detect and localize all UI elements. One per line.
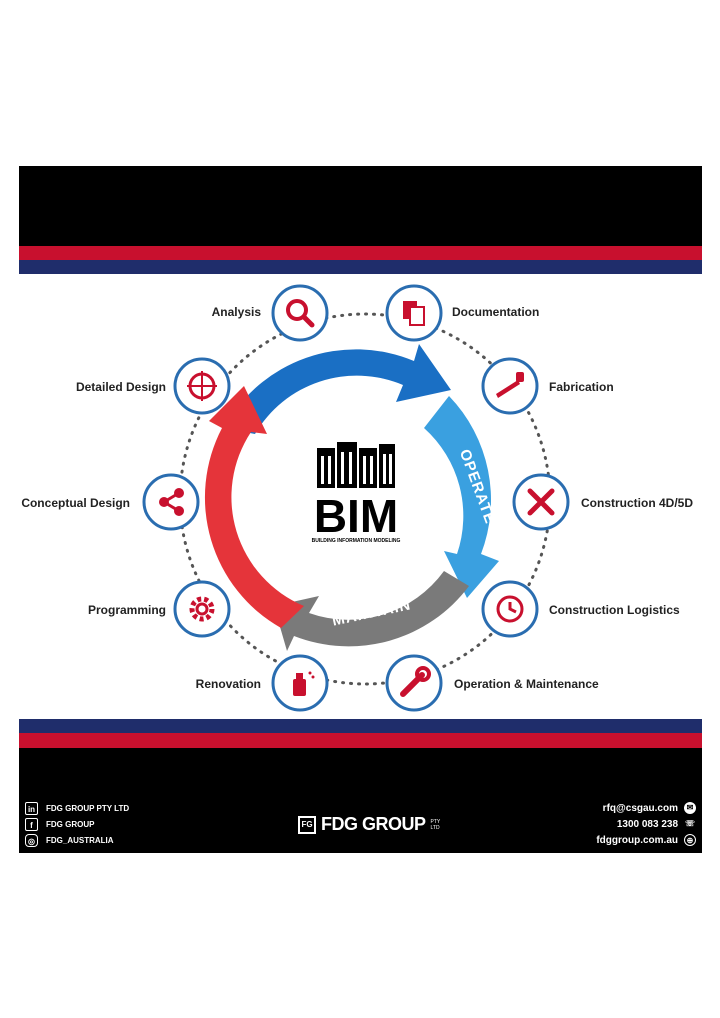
header-band	[19, 166, 702, 246]
phone-row[interactable]: 1300 083 238 ☏	[617, 818, 696, 830]
tools-icon	[527, 488, 555, 516]
fdg-logo-icon: FG	[298, 815, 316, 834]
node-construction-4d5d	[512, 473, 570, 531]
build-label: BUILD	[309, 379, 362, 409]
design-label: DESIGN	[259, 477, 289, 543]
email-icon: ✉	[684, 802, 696, 814]
node-label-programming: Programming	[88, 603, 166, 617]
node-label-construction-4d5d: Construction 4D/5D	[581, 496, 693, 510]
build-arrow	[224, 344, 451, 434]
node-label-analysis: Analysis	[212, 305, 262, 319]
email-row[interactable]: rfq@csgau.com ✉	[603, 802, 696, 814]
operate-arrow	[424, 396, 499, 598]
email-address: rfq@csgau.com	[602, 802, 678, 814]
maintain-arrow	[274, 571, 469, 651]
bim-subtitle: BUILDING INFORMATION MODELING	[312, 538, 401, 544]
globe-icon: ⊕	[684, 834, 696, 846]
spray-icon	[293, 671, 315, 696]
phone-icon: ☏	[684, 819, 695, 828]
node-label-operation-maintenance: Operation & Maintenance	[454, 677, 599, 691]
node-documentation	[385, 284, 443, 342]
gear-icon	[189, 596, 215, 622]
node-conceptual-design	[142, 473, 200, 531]
fdg-brand-suffix: PTY LTD	[430, 818, 441, 831]
node-programming	[173, 580, 231, 638]
fdg-brand-name: FDG GROUP	[321, 814, 426, 834]
building-1-icon	[317, 448, 335, 488]
facebook-row[interactable]: f FDG GROUP	[25, 818, 94, 831]
bim-title: BIM	[314, 490, 398, 542]
saw-icon	[496, 372, 524, 398]
node-renovation	[271, 654, 329, 712]
building-3-icon	[359, 448, 377, 488]
building-4-icon	[379, 444, 395, 488]
target-icon	[187, 371, 217, 401]
node-label-renovation: Renovation	[196, 677, 261, 691]
footer-red-stripe	[19, 733, 702, 748]
facebook-handle: FDG GROUP	[46, 820, 95, 829]
instagram-handle: FDG_AUSTRALIA	[46, 836, 114, 845]
instagram-icon: ◎	[25, 834, 38, 847]
linkedin-row[interactable]: in FDG GROUP PTY LTD	[25, 802, 129, 815]
bim-cycle-diagram: BUILD OPERATE MAINTAIN DESIGN BIM BUILDI…	[21, 284, 693, 712]
building-2-icon	[337, 442, 357, 488]
facebook-icon: f	[25, 818, 38, 831]
magnifier-icon	[286, 299, 315, 328]
header-navy-stripe	[19, 260, 702, 274]
fdg-logo: FG FDG GROUP PTY LTD	[298, 814, 441, 835]
header-red-stripe	[19, 246, 702, 260]
node-label-detailed-design: Detailed Design	[76, 380, 166, 394]
node-label-conceptual-design: Conceptual Design	[21, 496, 130, 510]
node-fabrication	[481, 357, 539, 415]
footer-band	[19, 748, 702, 853]
footer-navy-stripe	[19, 719, 702, 733]
design-arrow	[204, 386, 304, 628]
node-label-documentation: Documentation	[452, 305, 539, 319]
linkedin-icon: in	[25, 802, 38, 815]
linkedin-handle: FDG GROUP PTY LTD	[46, 804, 130, 813]
share-icon	[159, 488, 184, 516]
node-label-construction-logistics: Construction Logistics	[549, 603, 680, 617]
node-detailed-design	[173, 357, 231, 415]
node-label-fabrication: Fabrication	[549, 380, 614, 394]
website-row[interactable]: fdggroup.com.au ⊕	[596, 834, 696, 846]
node-analysis	[271, 284, 329, 342]
website-url: fdggroup.com.au	[596, 834, 678, 846]
bim-logo: BIM BUILDING INFORMATION MODELING	[312, 442, 401, 544]
bim-poster: BUILD OPERATE MAINTAIN DESIGN BIM BUILDI…	[19, 166, 702, 853]
instagram-row[interactable]: ◎ FDG_AUSTRALIA	[25, 834, 114, 847]
node-operation-maintenance	[385, 654, 443, 712]
node-construction-logistics	[481, 580, 539, 638]
clock-icon	[496, 595, 524, 623]
wrench-icon	[400, 666, 431, 697]
phone-number: 1300 083 238	[616, 818, 678, 830]
docs-icon	[403, 301, 425, 326]
